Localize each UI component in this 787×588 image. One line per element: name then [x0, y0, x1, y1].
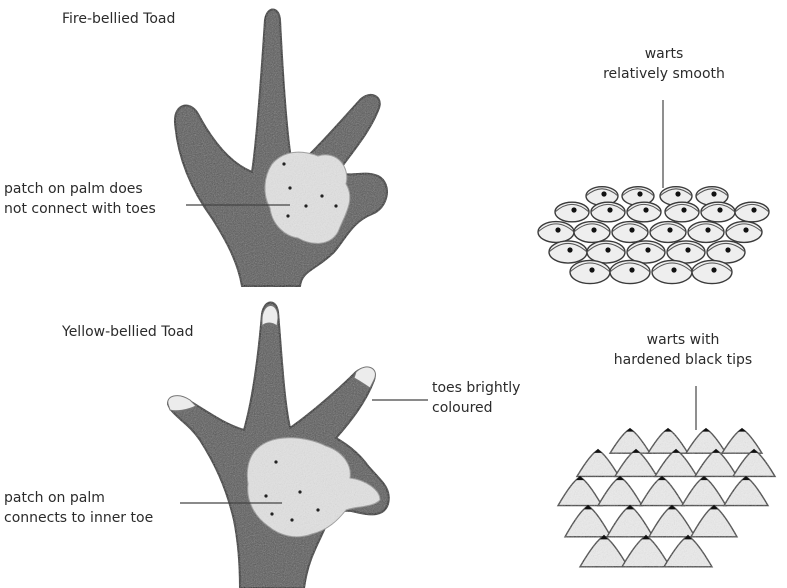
smooth-wart: [570, 260, 610, 283]
yellow-bellied-title: Yellow-bellied Toad: [62, 322, 193, 342]
yellow-bellied-palm-note-line-2: connects to inner toe: [4, 508, 153, 528]
fire-bellied-hand: [175, 10, 387, 287]
tipped-wart: [640, 476, 684, 506]
palm-gland-dot: [304, 204, 307, 207]
tipped-wart: [610, 428, 650, 453]
yellow-bellied-palm-note-line-1: patch on palm: [4, 488, 153, 508]
smooth-wart: [650, 222, 686, 243]
palm-gland-dot: [320, 194, 323, 197]
tipped-wart: [648, 428, 688, 453]
tipped-warts-note: warts with hardened black tips: [592, 330, 774, 370]
smooth-warts-note-line-1: warts: [584, 44, 744, 64]
tipped-warts-patch: [558, 428, 775, 567]
smooth-warts-patch: [538, 187, 769, 284]
smooth-wart: [735, 202, 769, 222]
yellow-bellied-palm-patch: [247, 438, 380, 537]
smooth-wart: [555, 202, 589, 222]
smooth-wart: [612, 222, 648, 243]
yellow-bellied-toe-note: toes brightly coloured: [432, 378, 520, 418]
palm-gland-dot: [270, 512, 273, 515]
palm-gland-dot: [286, 214, 289, 217]
palm-gland-dot: [274, 460, 277, 463]
tipped-wart: [622, 535, 670, 567]
tipped-wart: [722, 428, 762, 453]
smooth-wart: [652, 260, 692, 283]
yellow-bellied-toe-note-line-1: toes brightly: [432, 378, 520, 398]
tipped-wart: [565, 505, 611, 537]
smooth-wart: [587, 241, 625, 263]
smooth-wart: [610, 260, 650, 283]
smooth-wart: [538, 222, 574, 243]
palm-gland-dot: [264, 494, 267, 497]
fire-bellied-title: Fire-bellied Toad: [62, 9, 175, 29]
yellow-bellied-palm-note: patch on palm connects to inner toe: [4, 488, 153, 528]
smooth-wart: [665, 202, 699, 222]
smooth-wart: [627, 202, 661, 222]
tipped-wart: [724, 476, 768, 506]
tipped-wart: [580, 535, 628, 567]
palm-gland-dot: [282, 162, 285, 165]
smooth-wart: [574, 222, 610, 243]
tipped-wart: [691, 505, 737, 537]
tipped-warts-note-line-2: hardened black tips: [592, 350, 774, 370]
fire-bellied-palm-note-line-1: patch on palm does: [4, 179, 156, 199]
smooth-warts-note: warts relatively smooth: [584, 44, 744, 84]
tipped-wart: [682, 476, 726, 506]
tipped-wart: [686, 428, 726, 453]
yellow-bellied-toe-note-line-2: coloured: [432, 398, 520, 418]
palm-gland-dot: [316, 508, 319, 511]
tipped-warts-note-line-1: warts with: [592, 330, 774, 350]
smooth-wart: [692, 260, 732, 283]
palm-gland-dot: [334, 204, 337, 207]
palm-gland-dot: [288, 186, 291, 189]
fire-bellied-palm-note-line-2: not connect with toes: [4, 199, 156, 219]
smooth-warts-note-line-2: relatively smooth: [584, 64, 744, 84]
smooth-wart: [549, 241, 587, 263]
palm-gland-dot: [290, 518, 293, 521]
palm-gland-dot: [298, 490, 301, 493]
yellow-bellied-hand: [168, 302, 389, 588]
tipped-wart: [598, 476, 642, 506]
tipped-wart: [664, 535, 712, 567]
tipped-wart: [649, 505, 695, 537]
fire-bellied-hand-silhouette: [175, 10, 387, 287]
smooth-wart: [591, 202, 625, 222]
smooth-wart: [701, 202, 735, 222]
tipped-wart: [558, 476, 602, 506]
fire-bellied-palm-note: patch on palm does not connect with toes: [4, 179, 156, 219]
smooth-wart: [726, 222, 762, 243]
smooth-wart: [688, 222, 724, 243]
tipped-wart: [607, 505, 653, 537]
smooth-wart: [627, 241, 665, 263]
